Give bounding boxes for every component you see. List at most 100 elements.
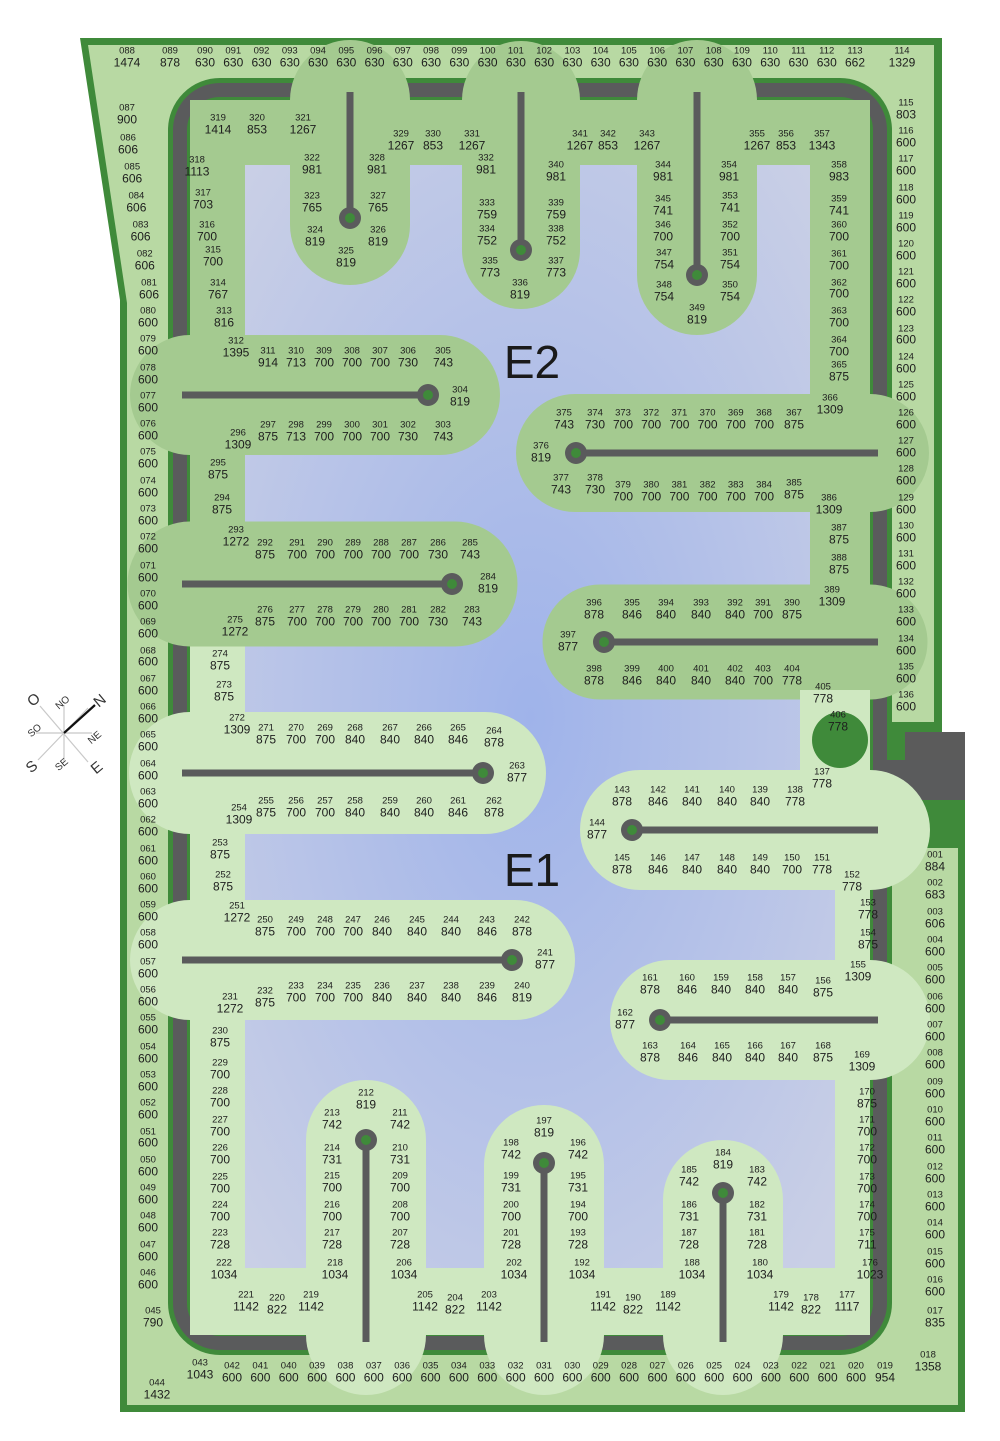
lot-area: 600	[137, 400, 159, 415]
lot-number: 282	[430, 604, 446, 616]
lot-area: 728	[321, 1237, 343, 1252]
lot-area: 731	[389, 1152, 411, 1167]
lot-number: 020	[848, 1360, 864, 1372]
lot-number: 319	[210, 112, 226, 124]
lot-area: 600	[137, 542, 159, 557]
lot-number: 136	[898, 689, 914, 701]
lot-number: 164	[680, 1040, 696, 1052]
lot-number: 330	[425, 128, 441, 140]
lot-area: 1272	[216, 1001, 244, 1016]
lot-number: 115	[898, 97, 914, 109]
lot-area: 752	[476, 233, 498, 248]
lot-area: 630	[421, 55, 442, 70]
lot-number: 377	[553, 472, 569, 484]
lot-area: 630	[449, 55, 470, 70]
lot-number: 131	[898, 548, 914, 560]
lot-area: 1117	[834, 1299, 860, 1314]
lot-area: 731	[321, 1152, 343, 1167]
lot-area: 600	[137, 1079, 159, 1094]
lot-number: 032	[507, 1360, 524, 1372]
lot-area: 630	[647, 55, 668, 70]
lot-number: 182	[749, 1199, 765, 1211]
lot-area: 1267	[458, 138, 486, 153]
lot-area: 875	[207, 467, 229, 482]
lot-area: 822	[266, 1302, 288, 1317]
lot-area: 630	[703, 55, 724, 70]
lot-number: 051	[140, 1126, 156, 1138]
lot-area: 1309	[848, 1059, 876, 1074]
lot-area: 731	[746, 1209, 768, 1224]
lot-number: 165	[714, 1040, 730, 1052]
lot-area: 819	[511, 990, 533, 1005]
lot-number: 253	[212, 837, 228, 849]
lot-area: 700	[196, 229, 218, 244]
lot-area: 1267	[289, 122, 317, 137]
lot-number: 200	[503, 1199, 519, 1211]
lot-number: 007	[927, 1019, 943, 1031]
lot-number: 192	[574, 1257, 590, 1269]
lot-area: 875	[257, 429, 279, 444]
lot-number: 008	[927, 1048, 943, 1060]
lot-number: 019	[877, 1360, 893, 1372]
lot-area: 1142	[590, 1299, 616, 1314]
lot-number: 054	[140, 1041, 156, 1053]
lot-number: 158	[747, 972, 763, 984]
lot-number: 206	[396, 1257, 412, 1269]
lot-number: 402	[727, 663, 743, 675]
lot-area: 878	[639, 982, 661, 997]
lot-number: 307	[372, 345, 388, 357]
lot-number: 101	[507, 45, 524, 57]
lot-number: 184	[715, 1147, 731, 1159]
lot-area: 819	[355, 1097, 377, 1112]
lot-area: 875	[209, 847, 231, 862]
lot-area: 700	[342, 924, 364, 939]
lot-area: 840	[716, 794, 738, 809]
lot-area: 1309	[223, 722, 251, 737]
lot-number: 026	[677, 1360, 694, 1372]
lot-area: 630	[477, 55, 498, 70]
lot-area: 875	[254, 547, 276, 562]
lot-number: 357	[814, 128, 830, 140]
lot-area: 630	[194, 55, 216, 70]
lot-number: 381	[671, 479, 688, 491]
lot-number: 215	[324, 1170, 340, 1182]
lot-number: 258	[347, 795, 363, 807]
lot-number: 400	[658, 663, 674, 675]
lot-area: 819	[686, 312, 708, 327]
lot-area: 700	[285, 990, 307, 1005]
lot-number: 194	[570, 1199, 586, 1211]
lot-number: 378	[587, 472, 603, 484]
lot-number: 302	[400, 419, 416, 431]
